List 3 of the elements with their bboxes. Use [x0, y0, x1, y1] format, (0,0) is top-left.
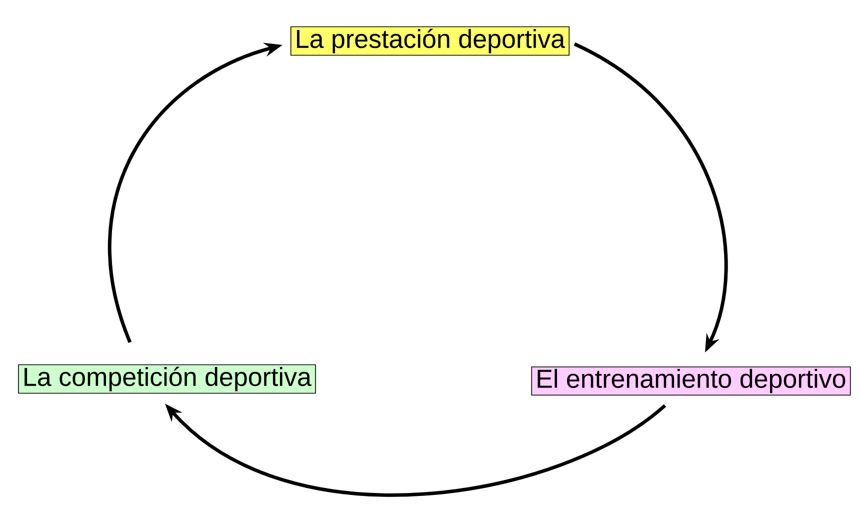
text-box: La competición deportiva: [18, 364, 316, 394]
text-box: El entrenamiento deportivo: [531, 366, 851, 396]
text-box: La prestación deportiva: [290, 26, 570, 56]
